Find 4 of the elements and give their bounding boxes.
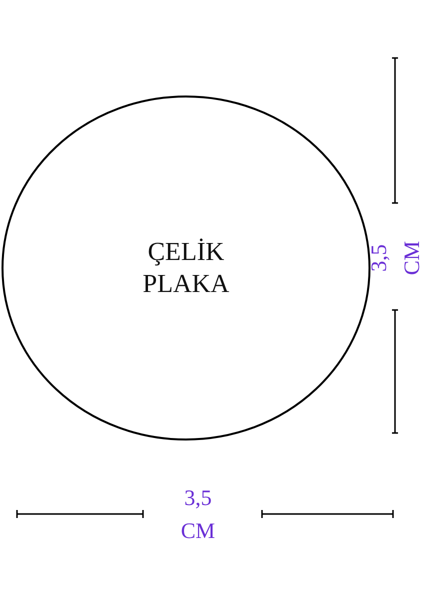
plate-circle [1,95,371,441]
dimension-label: 3,5 CM [180,484,216,545]
plate-label: ÇELİK PLAKA [142,236,230,300]
dimension-label: 3,5 CM [365,240,424,278]
